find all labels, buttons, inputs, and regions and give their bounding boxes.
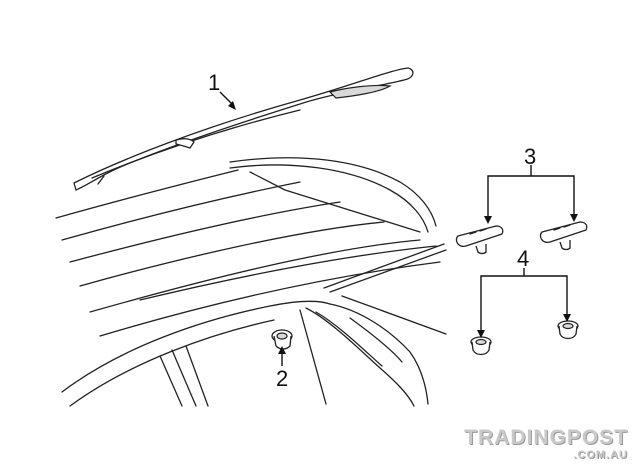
arrow-3-left <box>484 216 492 224</box>
callout-3: 3 <box>524 144 536 169</box>
callout-1: 1 <box>208 70 220 95</box>
leader-1 <box>219 91 233 105</box>
arrow-4-left <box>477 330 485 338</box>
nut-right <box>557 320 579 340</box>
leader-3 <box>487 175 575 218</box>
callout-4: 4 <box>517 246 529 271</box>
arrow-4-right <box>563 314 571 322</box>
roof-panel <box>55 157 447 337</box>
arrow-3-right <box>570 214 578 222</box>
roof-rack-rail <box>73 67 414 191</box>
callout-2: 2 <box>276 366 288 391</box>
arrow-1 <box>228 101 236 110</box>
arrow-2 <box>278 346 286 354</box>
watermark-sub: .COM.AU <box>573 449 628 461</box>
watermark-logo: TRADINGPOST .COM.AU <box>464 426 628 462</box>
body-side <box>61 300 429 407</box>
nut-left <box>470 336 492 356</box>
end-cover-left <box>455 225 504 255</box>
watermark-main: TRADINGPOST <box>464 426 628 449</box>
leader-4 <box>480 275 568 330</box>
end-cover-right <box>539 221 588 251</box>
